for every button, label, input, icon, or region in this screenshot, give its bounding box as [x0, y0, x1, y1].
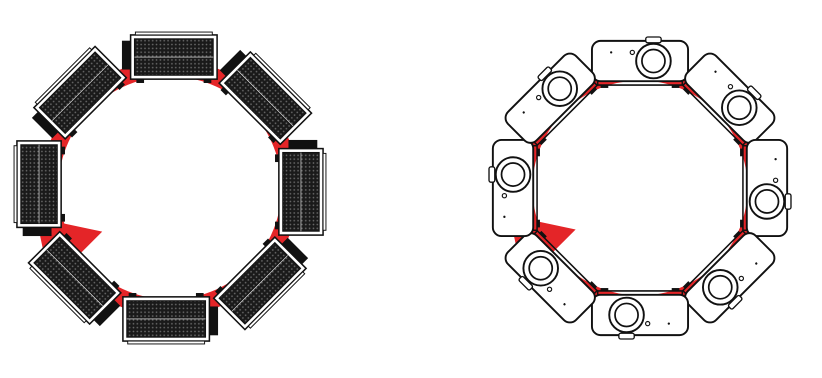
projector-rear-grille-1: [209, 42, 315, 148]
projector-rear-icon: [122, 292, 219, 345]
projector-rear-grille-7: [24, 43, 130, 149]
projector-rear-grille-3: [210, 227, 316, 333]
panel-rear-grille: [13, 31, 327, 345]
projector-front-lens-2: [739, 138, 792, 238]
projector-rear-grille-0: [121, 31, 218, 84]
projector-rear-grille-6: [13, 140, 66, 237]
projector-front-lens-3: [675, 223, 782, 330]
projector-rear-icon: [24, 43, 130, 149]
projector-front-lens-7: [498, 46, 605, 153]
panel-front-lens: [488, 36, 792, 340]
projector-front-icon: [675, 223, 782, 330]
projector-front-lens-1: [675, 46, 782, 153]
projector-rear-icon: [210, 227, 316, 333]
projector-front-icon: [675, 46, 782, 153]
projector-rear-grille-4: [122, 292, 219, 345]
projector-front-icon: [488, 138, 541, 238]
projector-front-lens-6: [488, 138, 541, 238]
projector-rear-icon: [13, 140, 66, 237]
projector-rear-icon: [121, 31, 218, 84]
projector-front-icon: [590, 36, 690, 89]
projector-front-icon: [739, 138, 792, 238]
projector-front-icon: [590, 287, 690, 340]
projector-rear-grille-2: [274, 139, 327, 236]
projector-front-lens-4: [590, 287, 690, 340]
projector-front-lens-0: [590, 36, 690, 89]
projector-rear-icon: [274, 139, 327, 236]
projector-front-icon: [498, 46, 605, 153]
projector-rear-icon: [209, 42, 315, 148]
